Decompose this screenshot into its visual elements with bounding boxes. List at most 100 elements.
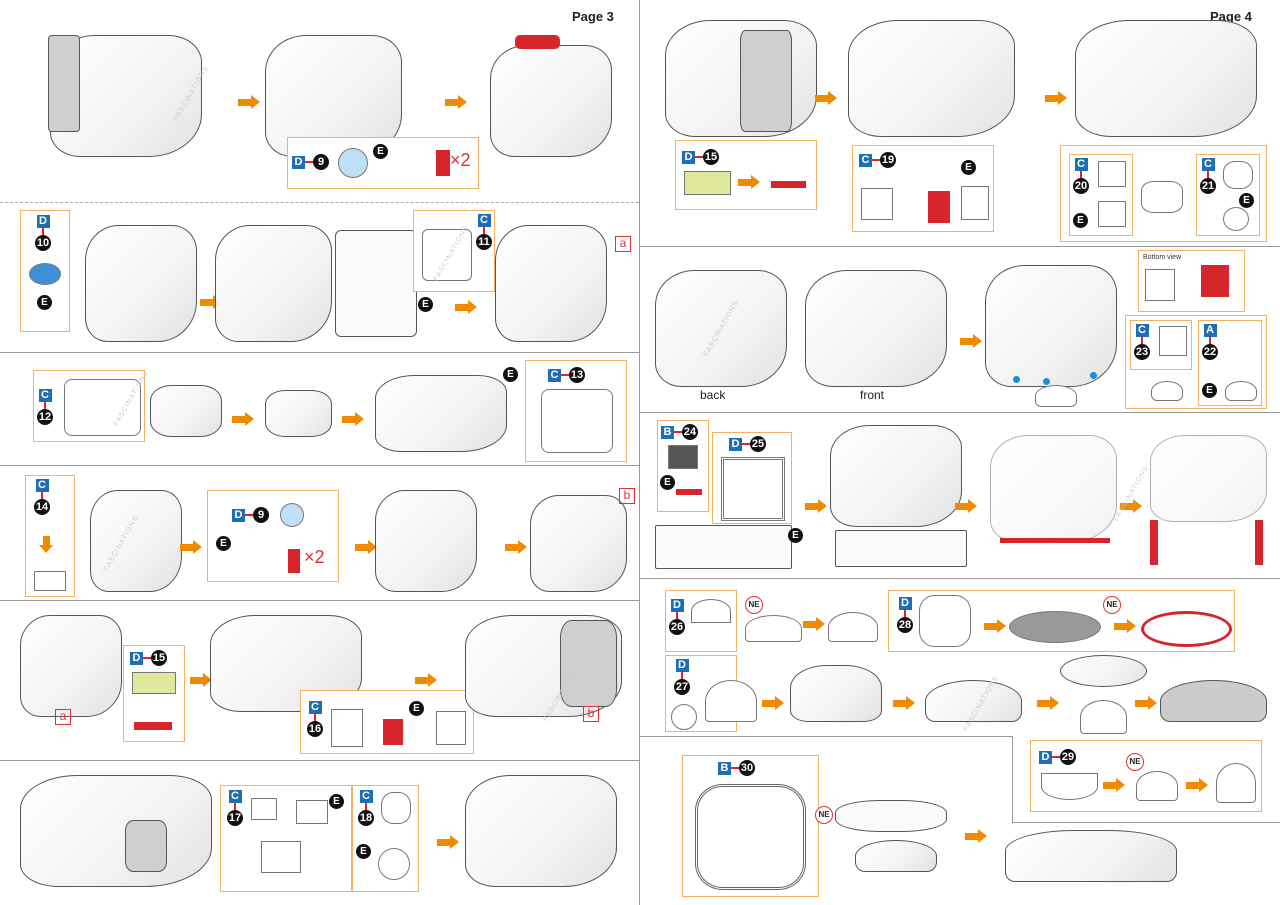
flat-part xyxy=(261,841,301,873)
row-divider xyxy=(0,600,639,601)
red-leg xyxy=(1255,520,1263,565)
dash xyxy=(742,443,750,445)
sheet-letter: C xyxy=(1201,158,1215,171)
lunar-module-model xyxy=(848,20,1015,137)
glue-mark: E xyxy=(418,297,433,312)
pod-part xyxy=(1223,207,1249,231)
multiplier: ×2 xyxy=(304,547,325,567)
step-number: 17 xyxy=(227,810,243,826)
lunar-module-model xyxy=(495,225,607,342)
step-badge-18: C 18 xyxy=(358,790,374,826)
lunar-module-model xyxy=(85,225,197,342)
dash xyxy=(365,803,367,810)
sheet-letter: C xyxy=(359,790,373,803)
lunar-module-back-view xyxy=(655,270,787,387)
step-number: 15 xyxy=(703,149,719,165)
sheet-letter: C xyxy=(228,790,242,803)
lunar-module-model xyxy=(90,490,182,592)
sheet-letter: D xyxy=(1039,750,1052,764)
glue-mark: E xyxy=(1073,213,1088,228)
lunar-module-model xyxy=(1150,435,1267,522)
ring-assembly xyxy=(925,680,1022,722)
lunar-module-model xyxy=(530,495,627,592)
flat-part xyxy=(64,379,141,436)
sheet-letter: A xyxy=(1203,324,1217,337)
sheet-letter: C xyxy=(1074,158,1088,171)
dash xyxy=(872,159,880,161)
dash xyxy=(314,714,316,721)
step-number: 27 xyxy=(674,679,690,695)
sheet-letter: C xyxy=(38,389,52,402)
dark-part xyxy=(668,445,698,469)
step-number: 16 xyxy=(307,721,323,737)
step-number: 12 xyxy=(37,409,53,425)
dash xyxy=(1207,171,1209,178)
step-number: 24 xyxy=(682,424,698,440)
row-divider xyxy=(0,352,639,353)
step-number: 9 xyxy=(253,507,269,523)
sheet-letter: D xyxy=(670,599,684,612)
lunar-module-model xyxy=(830,425,962,527)
red-part xyxy=(134,722,172,730)
glue-mark: E xyxy=(660,475,675,490)
glue-dot xyxy=(1043,378,1050,385)
sheet-letter: D xyxy=(130,651,143,665)
sheet-letter: C xyxy=(308,701,322,714)
pod-part xyxy=(1223,161,1253,189)
red-part xyxy=(383,719,403,745)
dash xyxy=(676,612,678,619)
octagon-ring-part xyxy=(919,595,971,647)
row-divider xyxy=(0,760,639,761)
base-frame xyxy=(835,530,967,567)
connector-label-a: a xyxy=(55,709,71,725)
arc-part xyxy=(691,599,731,623)
flat-part xyxy=(1159,326,1187,356)
flat-part xyxy=(422,229,472,281)
step-box-20: C 20 E xyxy=(1069,154,1133,236)
step-number: 10 xyxy=(35,235,51,251)
sheet-letter: C xyxy=(35,479,49,492)
lunar-module-model xyxy=(20,615,122,717)
pod-part xyxy=(381,792,411,824)
step-number: 19 xyxy=(880,152,896,168)
cone-part xyxy=(745,615,802,642)
lunar-module-model xyxy=(265,35,402,157)
octagon-frame-part xyxy=(695,784,806,890)
flat-part xyxy=(335,230,417,337)
ring-part-red xyxy=(1141,611,1232,647)
glue-mark: E xyxy=(788,528,803,543)
pod-part xyxy=(378,848,410,880)
flat-part xyxy=(1098,201,1126,227)
glue-mark: E xyxy=(409,701,424,716)
dash xyxy=(305,161,313,163)
flat-part xyxy=(331,709,363,747)
red-part xyxy=(771,181,806,188)
yellow-part xyxy=(684,171,731,195)
yellow-part xyxy=(132,672,176,694)
step-badge-12: C 12 xyxy=(37,389,53,425)
flat-part xyxy=(1145,269,1175,301)
step-number: 18 xyxy=(358,810,374,826)
step-number: 30 xyxy=(739,760,755,776)
sheet-letter: C xyxy=(548,368,561,382)
step-number: 20 xyxy=(1073,178,1089,194)
sheet-letter: D xyxy=(232,508,245,522)
dash xyxy=(1052,756,1060,758)
row-divider xyxy=(640,736,1012,737)
